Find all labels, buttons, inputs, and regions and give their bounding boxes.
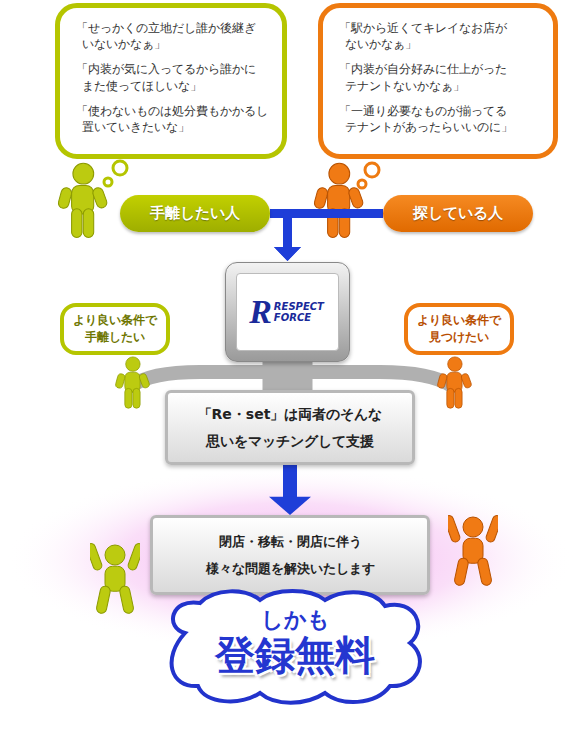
node-text: 「Re・set」は両者のそんな 思いをマッチングして支援 [180, 401, 400, 454]
node-text: 「せっかくの立地だし誰か後継ぎ いないかなぁ」 [76, 20, 270, 52]
role-pill: 探している人 [383, 195, 533, 232]
connector-line [283, 465, 297, 498]
connector-line [288, 214, 384, 249]
node-text: 探している人 [413, 204, 503, 223]
arrow-head [274, 247, 301, 261]
node-text: 手離したい人 [150, 204, 240, 223]
connector-arrow [287, 362, 288, 390]
connector-arrow [269, 465, 311, 515]
pink-glow [5, 465, 574, 655]
node-text: 「内装が気に入ってるから誰かに また使ってほしいな」 [76, 61, 270, 93]
node-text: より良い条件で 手離したい [68, 312, 162, 346]
cheering-figure [85, 542, 144, 614]
bubble-tail [104, 178, 112, 186]
speech-bubble: 「駅から近くてキレイなお店が ないかなぁ」「内装が自分好みに仕上がった テナント… [318, 3, 558, 159]
person-figure [313, 163, 364, 237]
node-text: 閉店・移転・閉店に伴う 様々な問題を解決いたします [165, 528, 415, 583]
node-text: R [249, 293, 272, 331]
process-box: 「Re・set」は両者のそんな 思いをマッチングして支援 [165, 390, 415, 465]
process-box: 閉店・移転・閉店に伴う 様々な問題を解決いたします [150, 515, 430, 595]
person-figure [57, 163, 108, 237]
node-text: RESPECT FORCE [274, 301, 326, 323]
node-text: より良い条件で 見つけたい [412, 312, 506, 346]
arrow-head [274, 247, 301, 261]
monitor-screen: RRESPECT FORCE [236, 273, 339, 351]
person-figure [437, 357, 472, 408]
person-figure [115, 357, 150, 408]
node-text: 「使わないものは処分費もかかるし 置いていきたいな」 [76, 103, 270, 135]
cloud-outline [172, 591, 420, 703]
connector-arrow [274, 214, 383, 262]
small-bubble: より良い条件で 見つけたい [404, 303, 514, 355]
speech-bubble: 「せっかくの立地だし誰か後継ぎ いないかなぁ」「内装が気に入ってるから誰かに ま… [55, 3, 287, 159]
bubble-tail [113, 161, 127, 175]
node-text: 「一通り必要なものが揃ってる テナントがあったらいいのに」 [339, 103, 541, 135]
monitor-logo: RRESPECT FORCE [225, 262, 350, 362]
cheering-figure [443, 514, 502, 586]
bubble-tail [358, 180, 366, 188]
node-text: 登録無料 [215, 632, 375, 678]
node-text: 「内装が自分好みに仕上がった テナントないかなぁ」 [339, 61, 541, 93]
node-text: 「駅から近くてキレイなお店が ないかなぁ」 [339, 20, 541, 52]
node-text: しかも [261, 608, 330, 632]
cloud-shape: しかも登録無料 [160, 588, 430, 706]
arrow-head [269, 497, 311, 515]
small-bubble: より良い条件で 手離したい [60, 303, 170, 355]
bubble-tail [365, 163, 379, 177]
role-pill: 手離したい人 [120, 195, 270, 232]
connector-line [263, 362, 313, 390]
